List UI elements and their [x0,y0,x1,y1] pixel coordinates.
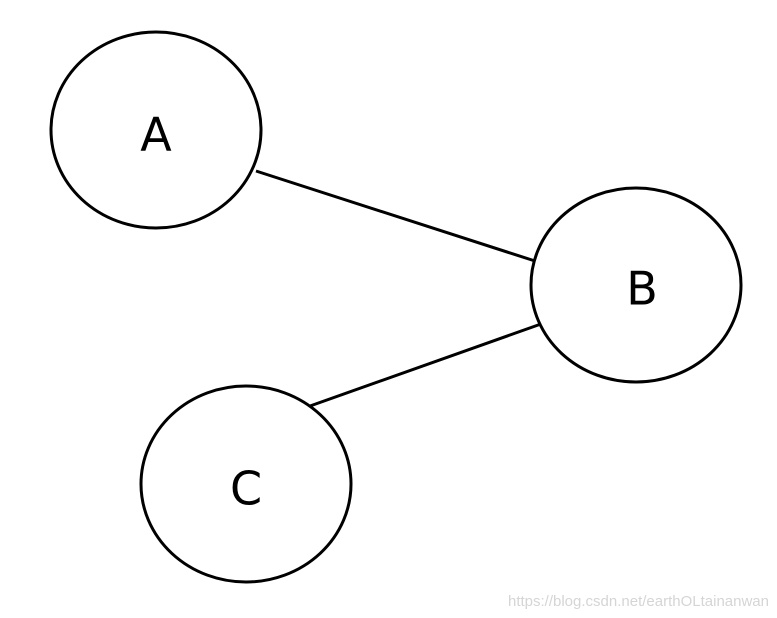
node-c: C [139,384,353,584]
node-a-circle [49,30,263,230]
edge-a-b [255,169,536,263]
node-a-label: A [140,108,172,162]
edge-c-b [309,322,542,408]
watermark-text: https://blog.csdn.net/earthOLtainanwan [507,593,769,610]
node-c-circle [139,384,353,584]
node-b: B [529,186,743,384]
node-c-label: C [230,462,262,516]
node-a: A [49,30,263,230]
node-b-circle [529,186,743,384]
node-b-label: B [626,262,658,316]
